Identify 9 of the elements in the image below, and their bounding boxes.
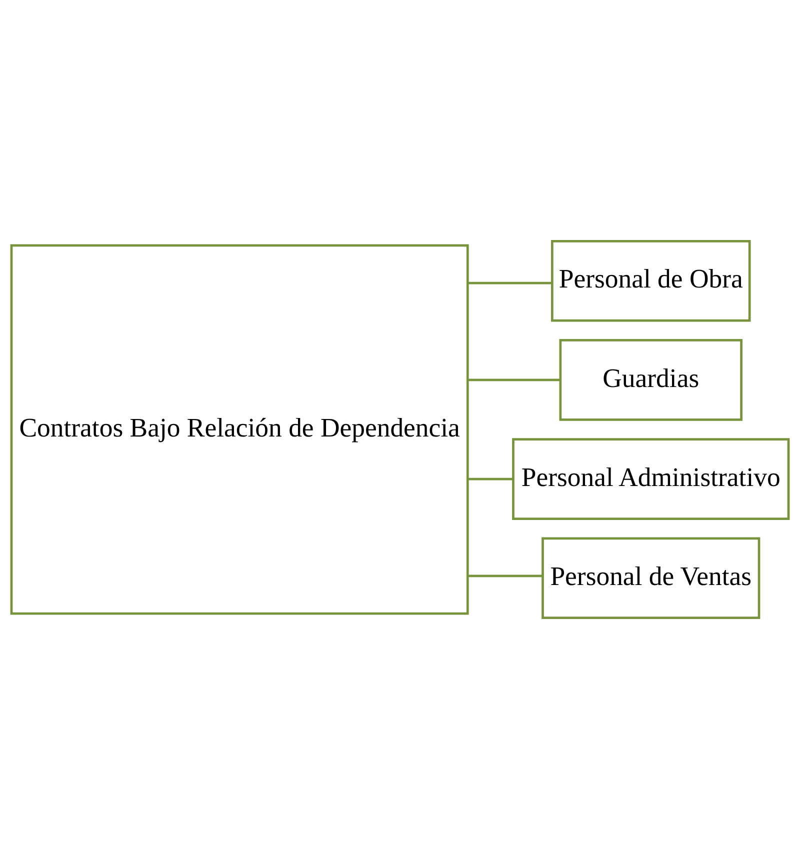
node-box: Personal de Ventas [542,537,760,620]
node-box: Contratos Bajo Relación de Dependencia [10,244,469,615]
connector [468,282,552,284]
node-box: Personal de Obra [551,240,751,322]
connector [468,378,560,382]
connector [468,478,514,480]
node-box: Guardias [559,339,742,421]
node-box: Personal Administrativo [512,438,790,520]
connector [468,574,543,578]
